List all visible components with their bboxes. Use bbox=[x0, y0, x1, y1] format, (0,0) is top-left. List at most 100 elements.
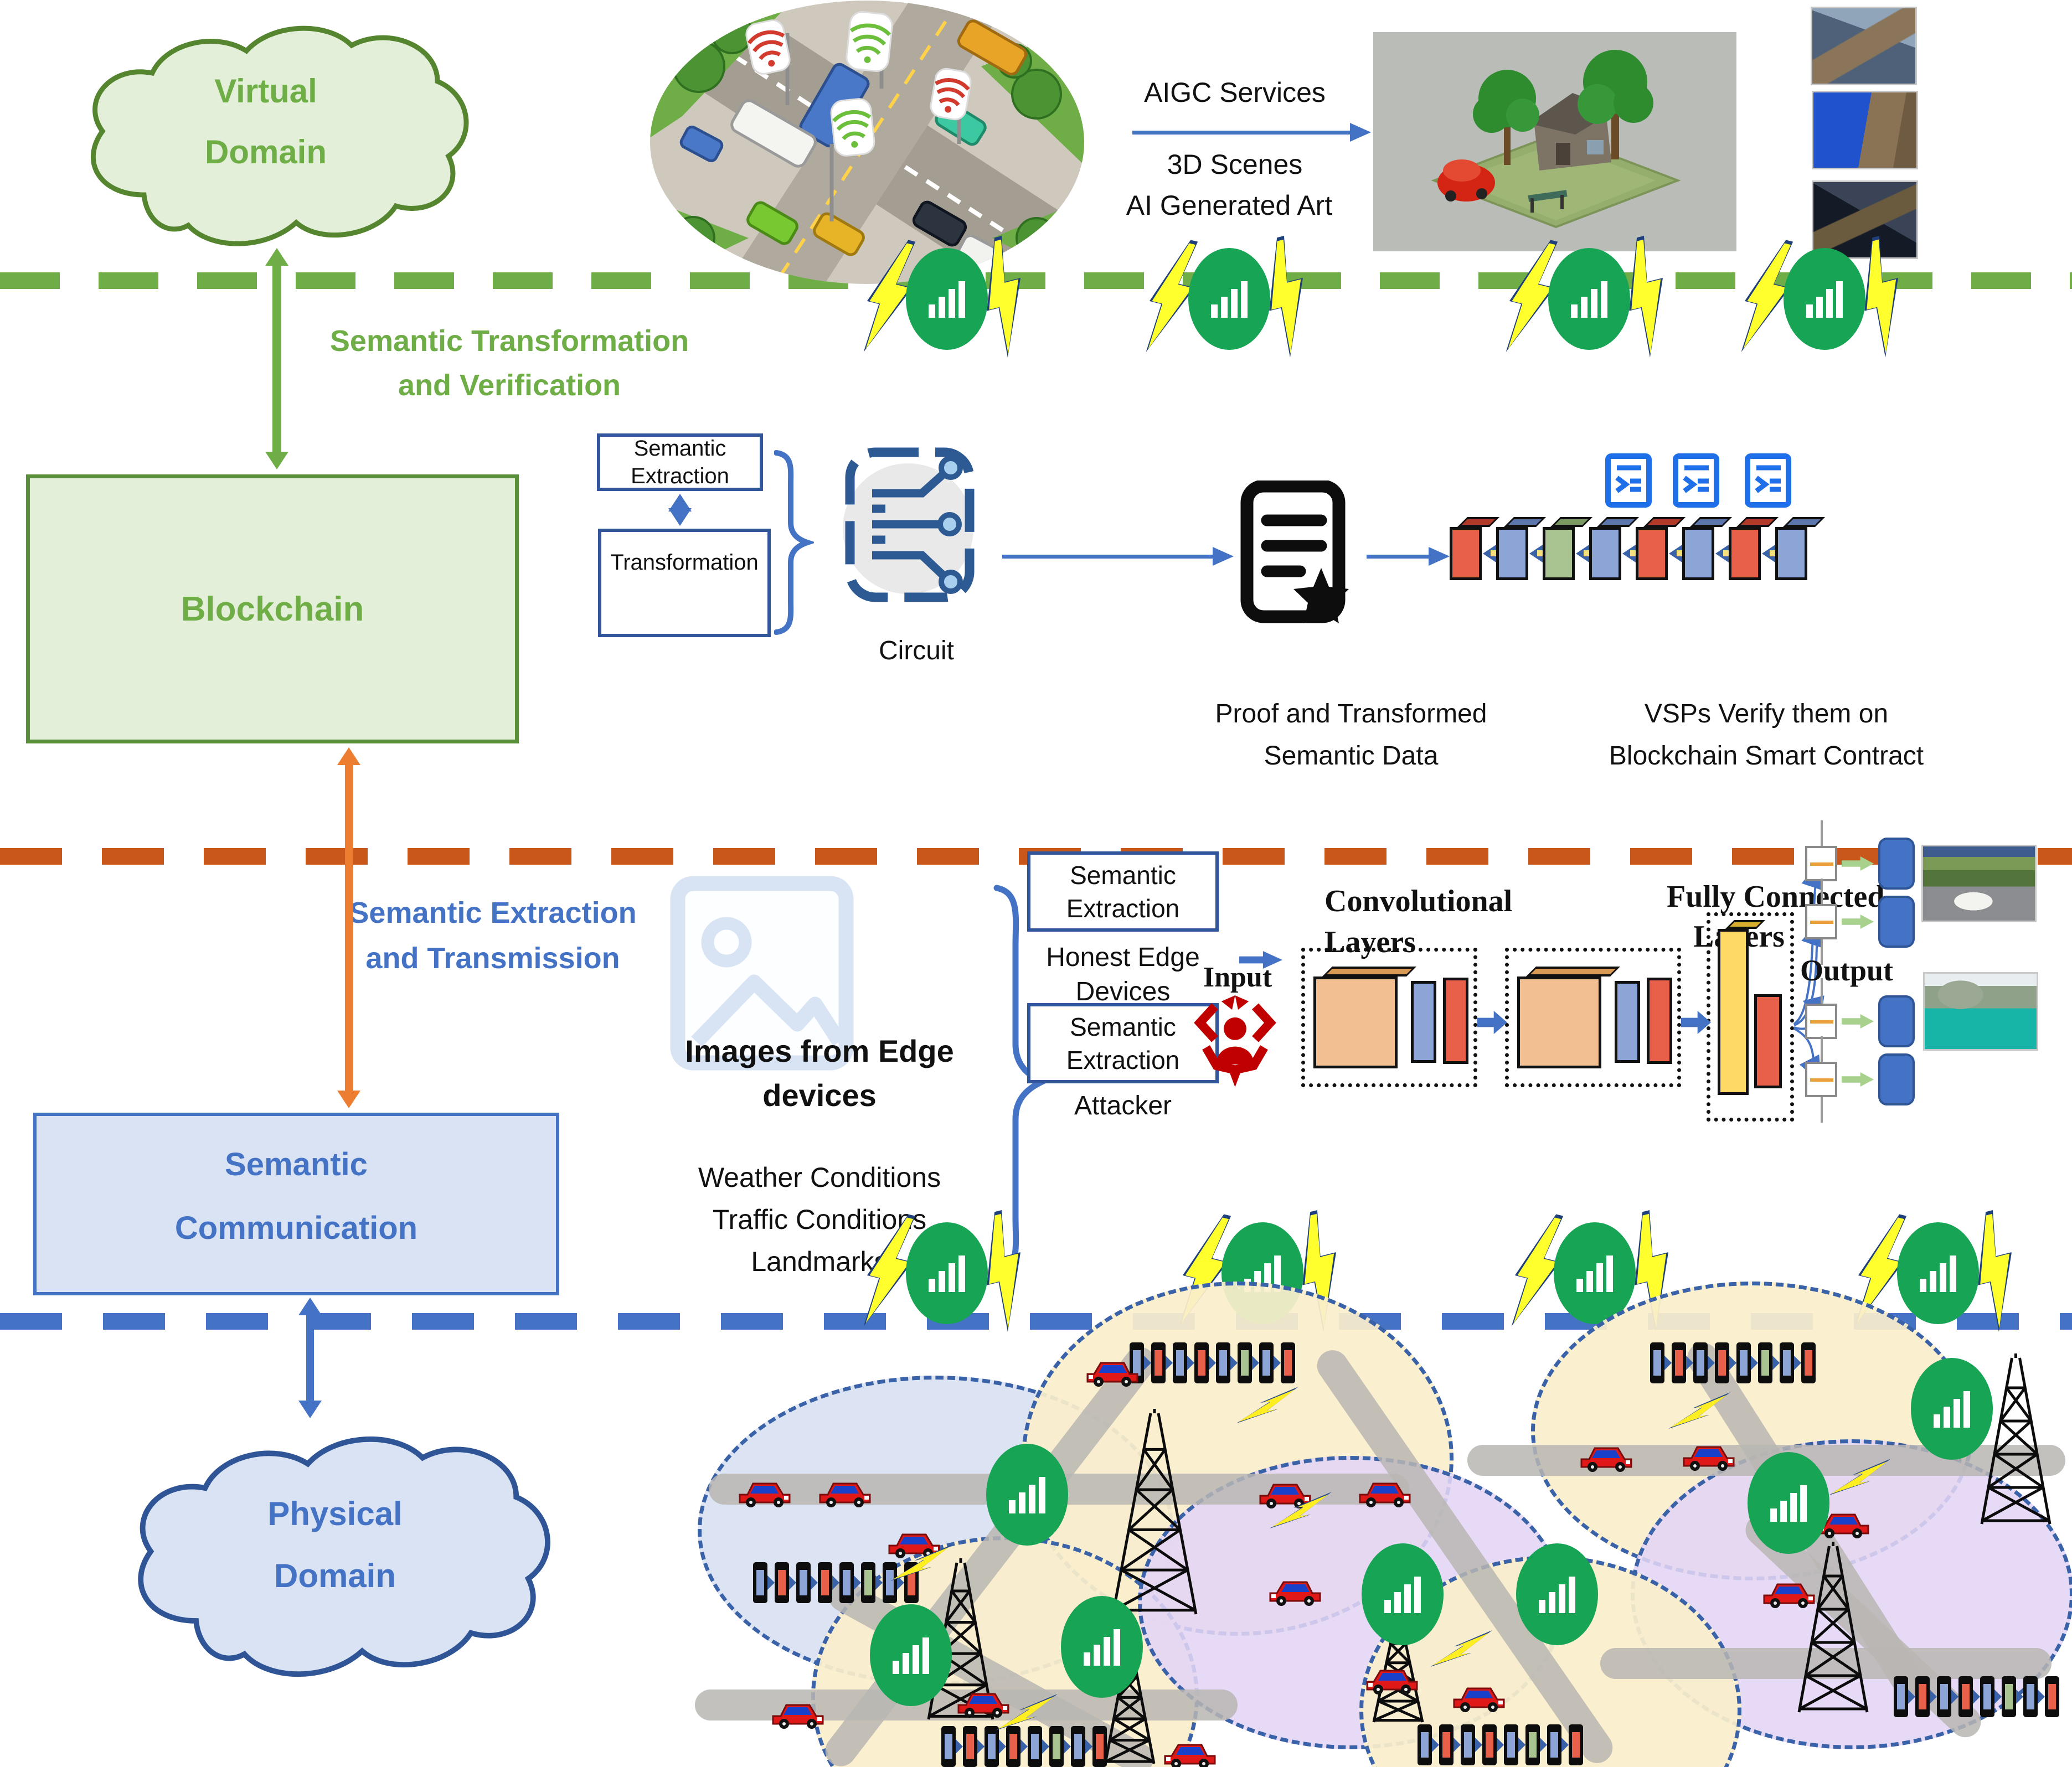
conv1-feature-slab bbox=[1313, 976, 1398, 1068]
wifi-sign-icons bbox=[745, 11, 972, 157]
tree-icon bbox=[1578, 50, 1653, 159]
conv-block-1 bbox=[1301, 948, 1477, 1087]
signal-node-icon bbox=[1784, 248, 1865, 350]
physical-domain-label-line1: Physical bbox=[267, 1495, 403, 1532]
ai-art-image-2 bbox=[1812, 91, 1918, 169]
semantic-extraction-box-honest: Semantic Extraction bbox=[1027, 851, 1219, 932]
semcom-to-physical-arrow bbox=[306, 1312, 314, 1404]
traffic-conditions-label: Traffic Conditions bbox=[712, 1204, 927, 1235]
conv2-feature-slab-top bbox=[1526, 967, 1620, 976]
honest-edge-devices-label-line2: Devices bbox=[1075, 977, 1171, 1006]
block-top-face bbox=[1736, 517, 1779, 527]
image-placeholder-icon bbox=[670, 876, 854, 1071]
semantic-extraction-transmission-label-line1: Semantic Extraction bbox=[349, 896, 637, 929]
proof-to-chain-arrow-head-icon bbox=[1429, 547, 1450, 566]
physical-domain-cloud bbox=[138, 1436, 550, 1677]
block-top-face bbox=[1504, 517, 1546, 527]
fc-dense-slab bbox=[1718, 929, 1749, 1095]
semantic-communication-label-line1: Semantic bbox=[225, 1146, 368, 1182]
fc-block bbox=[1707, 912, 1794, 1122]
aigc-arrow-head-icon bbox=[1350, 123, 1371, 142]
blockchain-block bbox=[1636, 527, 1668, 580]
cnn-output-label: Output bbox=[1800, 954, 1894, 987]
semantic-extraction-top-line1: Semantic bbox=[633, 436, 726, 461]
signal-node-icon bbox=[1188, 248, 1270, 350]
car-icon bbox=[1086, 1362, 1138, 1387]
signal-node-icon bbox=[906, 248, 988, 350]
circuit-icon bbox=[843, 447, 975, 602]
blockchain-block bbox=[1775, 527, 1807, 580]
signal-node-icon bbox=[1362, 1543, 1444, 1645]
block-link-dot bbox=[1677, 550, 1682, 556]
vsp-label-line1: VSPs Verify them on bbox=[1644, 699, 1889, 728]
block-link-dot bbox=[1770, 550, 1775, 556]
block-top-face bbox=[1597, 517, 1639, 527]
smart-contract-terminal-icon bbox=[1673, 453, 1719, 508]
attacker-label: Attacker bbox=[1074, 1091, 1172, 1120]
proof-label-line2: Semantic Data bbox=[1264, 741, 1439, 771]
conv2-relu-slab bbox=[1647, 978, 1672, 1064]
conv-block-2 bbox=[1505, 948, 1681, 1087]
conv1-feature-slab-top bbox=[1322, 967, 1416, 976]
green-dashed-separator bbox=[0, 272, 2072, 289]
aigc-services-label: AIGC Services bbox=[1144, 77, 1326, 108]
signal-node-icon bbox=[986, 1444, 1068, 1546]
blockchain-box bbox=[26, 474, 519, 743]
virtual-domain-cloud bbox=[90, 25, 469, 246]
convolutional-layers-label-line1: Convolutional bbox=[1324, 884, 1513, 918]
blockchain-block bbox=[1450, 527, 1482, 580]
blockchain-to-semcom-arrow-head-icon bbox=[337, 1091, 360, 1108]
conv1-pool-slab bbox=[1411, 981, 1436, 1063]
block-link-dot bbox=[1537, 550, 1543, 556]
output-node-box bbox=[1878, 995, 1915, 1047]
attacker-extraction-line2: Extraction bbox=[1066, 1045, 1180, 1074]
brace-extraction-transformation bbox=[774, 450, 814, 635]
semcom-to-physical-arrow-head-icon bbox=[298, 1401, 322, 1418]
output-image-sea bbox=[1923, 972, 2038, 1051]
block-link-dot bbox=[1723, 550, 1729, 556]
semantic-extraction-transmission-label-line2: and Transmission bbox=[365, 942, 620, 975]
attacker-extraction-line1: Semantic bbox=[1070, 1012, 1176, 1041]
block-link-dot bbox=[1630, 550, 1636, 556]
block-link-dot bbox=[1491, 550, 1496, 556]
attacker-icon bbox=[1194, 995, 1276, 1087]
images-from-edge-label-line1: Images from Edge bbox=[685, 1034, 954, 1068]
blockchain-to-semcom-arrow bbox=[344, 762, 353, 1094]
semantic-extraction-box-attacker: Semantic Extraction bbox=[1027, 1003, 1219, 1083]
block-top-face bbox=[1550, 517, 1592, 527]
circuit-label: Circuit bbox=[878, 636, 954, 665]
cell-tower-icon bbox=[1111, 1409, 1198, 1615]
proof-document-icon bbox=[1240, 480, 1349, 623]
car-icon bbox=[1817, 1513, 1869, 1538]
3d-scene-image bbox=[1373, 32, 1736, 251]
ai-generated-art-label: AI Generated Art bbox=[1126, 190, 1333, 221]
star-icon bbox=[1293, 568, 1349, 623]
car-icon bbox=[739, 1482, 791, 1507]
signal-node-icon bbox=[1548, 248, 1630, 350]
output-slider bbox=[1805, 904, 1837, 939]
block-top-face bbox=[1643, 517, 1686, 527]
blockchain-block bbox=[1543, 527, 1575, 580]
physical-domain-label-line2: Domain bbox=[274, 1557, 396, 1594]
virtual-domain-label-line1: Virtual bbox=[214, 73, 317, 110]
signal-node-icon bbox=[1897, 1222, 1979, 1324]
signal-node-icon bbox=[1061, 1596, 1143, 1698]
signal-node-icon bbox=[1516, 1543, 1598, 1645]
bench-icon bbox=[1528, 190, 1568, 213]
block-top-face bbox=[1783, 517, 1825, 527]
output-node-box bbox=[1878, 896, 1915, 948]
signal-node-icon bbox=[1554, 1222, 1636, 1324]
semantic-transformation-label-line2: and Verification bbox=[398, 369, 621, 402]
signal-node-icon bbox=[870, 1604, 952, 1706]
semantic-extraction-box-top: Semantic Extraction bbox=[597, 433, 763, 491]
blockchain-box-label: Blockchain bbox=[181, 590, 364, 628]
blockchain-block bbox=[1496, 527, 1528, 580]
transformation-label: Transformation bbox=[610, 550, 759, 575]
output-slider bbox=[1805, 1062, 1837, 1097]
conv2-feature-slab bbox=[1517, 976, 1601, 1068]
blockchain-chain-icon bbox=[1418, 1724, 1583, 1765]
car-icon bbox=[1580, 1447, 1632, 1472]
signal-node-icon bbox=[1748, 1452, 1829, 1554]
weather-conditions-label: Weather Conditions bbox=[698, 1162, 941, 1193]
